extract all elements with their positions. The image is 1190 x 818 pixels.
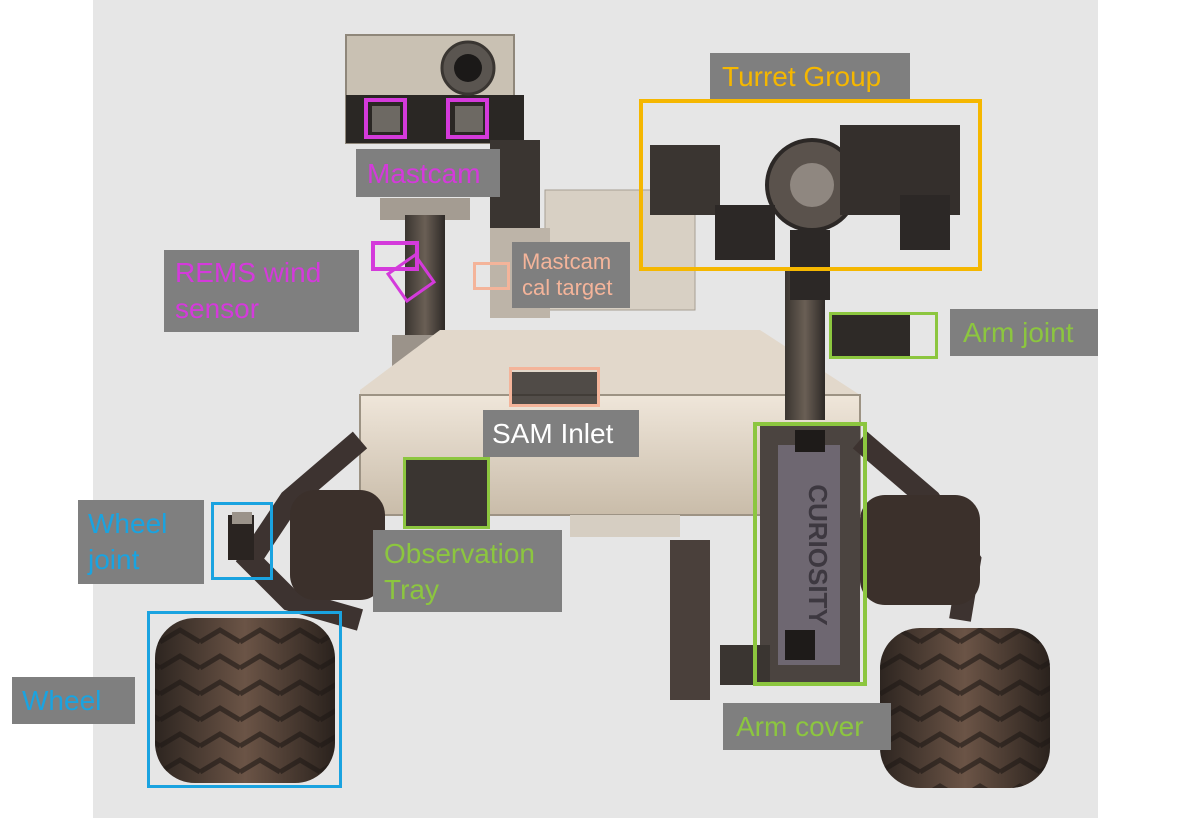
wheels <box>155 490 1050 788</box>
observation-tray-box <box>403 457 490 529</box>
sam-inlet-label: SAM Inlet <box>483 410 639 457</box>
mastcam-cal-target-label: Mastcam cal target <box>512 242 630 308</box>
mastcam-label: Mastcam <box>356 149 500 197</box>
rems-wind-sensor-label: REMS wind sensor <box>164 250 359 332</box>
wheel-joint-label: Wheel joint <box>78 500 204 584</box>
wheel-label: Wheel <box>12 677 135 724</box>
mastcam-cal-target-box <box>473 262 510 290</box>
turret-group-label: Turret Group <box>710 53 910 99</box>
arm-joint-label: Arm joint <box>950 309 1098 356</box>
rems-wind-sensor-box <box>371 241 419 271</box>
arm-joint-box <box>829 312 938 359</box>
mast-head <box>345 34 540 230</box>
mastcam-left-box <box>364 98 407 139</box>
sam-inlet-box <box>509 367 600 407</box>
mastcam-right-box <box>446 98 489 139</box>
wheel-box <box>147 611 342 788</box>
turret-group-box <box>639 99 982 271</box>
wheel-joint-box <box>211 502 273 580</box>
turret <box>650 125 960 300</box>
arm-cover-box <box>753 422 867 686</box>
robotic-arm: CURIOSITY <box>760 270 910 685</box>
arm-cover-lettering: CURIOSITY <box>803 484 833 626</box>
observation-tray-label: Observation Tray <box>373 530 562 612</box>
arm-cover-label: Arm cover <box>723 703 891 750</box>
